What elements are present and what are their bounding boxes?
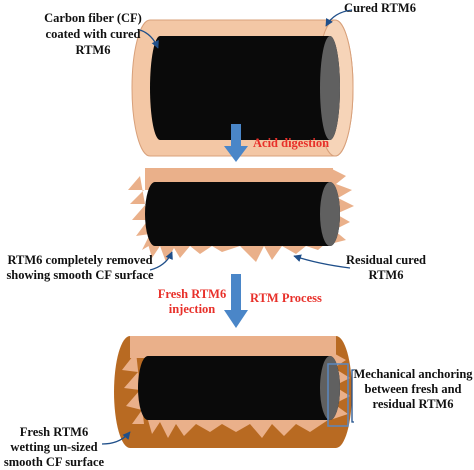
stage1-carbon-fiber bbox=[150, 36, 340, 140]
stage2-digested-fiber bbox=[128, 168, 354, 262]
pointer-cf-coated bbox=[139, 29, 159, 49]
label-cf-coated-2: coated with cured bbox=[46, 27, 141, 41]
label-wetting-3: smooth CF surface bbox=[4, 455, 105, 469]
arrow-rtm-process bbox=[224, 274, 248, 328]
pointer-cured-rtm6 bbox=[325, 9, 353, 27]
label-acid-digestion: Acid digestion bbox=[253, 136, 329, 150]
stage1-coated-fiber bbox=[131, 19, 354, 157]
stage3-residual-spikes-left bbox=[122, 352, 144, 424]
label-wetting-2: wetting un-sized bbox=[10, 440, 97, 454]
stage2-fiber-end bbox=[320, 182, 340, 246]
label-anchoring-3: residual RTM6 bbox=[373, 397, 454, 411]
stage3-carbon-fiber bbox=[138, 356, 340, 420]
label-wetting-1: Fresh RTM6 bbox=[20, 425, 88, 439]
stage3-residual-bottom bbox=[148, 420, 328, 438]
stage3-fiber-end bbox=[320, 356, 340, 420]
label-cured-rtm6: Cured RTM6 bbox=[344, 1, 416, 15]
label-removed-1: RTM6 completely removed bbox=[7, 253, 152, 267]
label-cf-coated-3: RTM6 bbox=[76, 43, 111, 57]
anchoring-highlight-box bbox=[327, 363, 349, 427]
label-fresh-injection-1: Fresh RTM6 bbox=[158, 287, 226, 301]
label-rtm-process: RTM Process bbox=[250, 291, 322, 305]
stage3-reinfused-fiber bbox=[114, 336, 352, 448]
label-residual-1: Residual cured bbox=[346, 253, 426, 267]
arrow-acid-digestion bbox=[224, 124, 248, 162]
stage2-residual-bottom bbox=[148, 244, 325, 262]
pointer-removed bbox=[149, 251, 173, 271]
label-anchoring-2: between fresh and bbox=[365, 382, 462, 396]
stage2-carbon-fiber bbox=[145, 182, 340, 246]
label-removed-2: showing smooth CF surface bbox=[6, 268, 154, 282]
label-anchoring-1: Mechanical anchoring bbox=[353, 367, 473, 381]
stage1-fiber-end bbox=[320, 36, 340, 140]
stage2-residual-spikes-left bbox=[128, 176, 152, 250]
pointer-wetting bbox=[101, 431, 131, 445]
label-residual-2: RTM6 bbox=[369, 268, 404, 282]
pointer-residual bbox=[293, 254, 351, 269]
label-cf-coated-1: Carbon fiber (CF) bbox=[44, 11, 142, 25]
anchoring-bracket bbox=[351, 369, 354, 423]
label-fresh-injection-2: injection bbox=[169, 302, 216, 316]
stage3-residual-top bbox=[130, 336, 336, 358]
